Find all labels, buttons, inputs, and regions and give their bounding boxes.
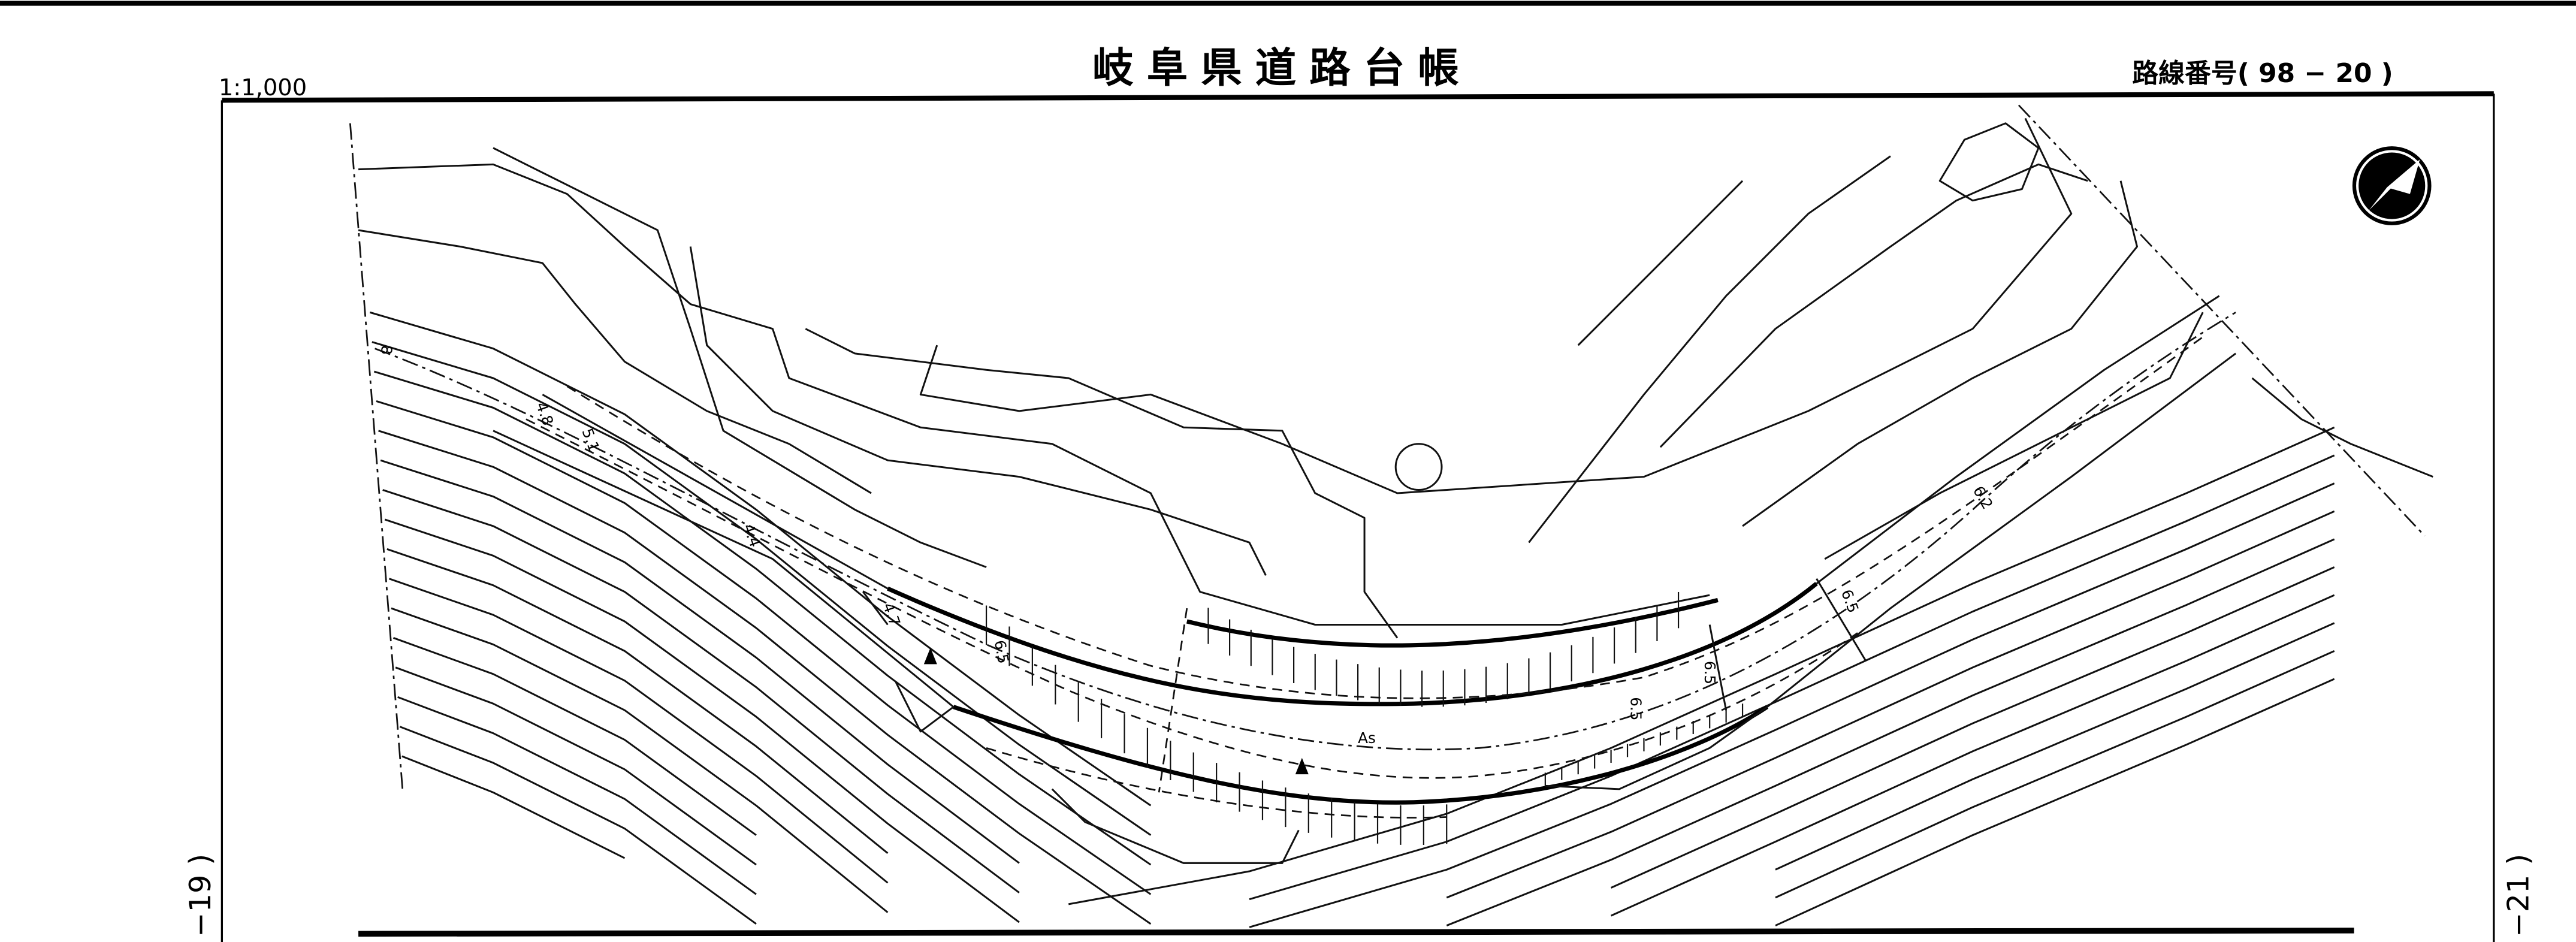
right-adjacent-sheet-ref: −21 )	[2500, 854, 2535, 937]
width-label: 6.5	[1701, 661, 1719, 684]
width-label: 8	[378, 345, 395, 355]
contour-line	[382, 489, 1020, 893]
map-frame	[221, 91, 2495, 942]
contour-line	[399, 726, 757, 925]
contour-line	[384, 518, 1020, 923]
slope-hatching	[985, 591, 1744, 845]
sheet-title: 岐阜県道路台帳	[1092, 44, 1472, 92]
road-edge-lower-left	[493, 430, 955, 708]
contour-line	[1249, 482, 2335, 928]
contour-line	[1577, 180, 1744, 346]
road-dashed-line	[526, 418, 1858, 779]
contour-line	[392, 637, 757, 836]
contour-line	[805, 328, 1399, 639]
road-edge-upper-outer	[1186, 597, 1719, 648]
contour-line	[1824, 312, 2204, 560]
road-edge-upper-right	[1816, 295, 2220, 585]
contour-line	[395, 666, 757, 866]
contour-line	[1528, 155, 1891, 544]
contour-line	[919, 117, 2073, 494]
contour-line	[1610, 566, 2335, 889]
contour-line	[1394, 443, 1443, 491]
route-number: 路線番号( 98 − 20 )	[2132, 58, 2393, 89]
left-boundary-line	[349, 123, 404, 793]
section-line	[1158, 608, 1188, 793]
contour-line	[1775, 678, 2335, 926]
width-label: 4.8	[533, 400, 557, 428]
contour-line	[1610, 594, 2335, 917]
contour-line	[1775, 650, 2335, 899]
road	[375, 295, 2237, 864]
right-boundary-line	[2018, 104, 2426, 537]
scale-label: 1:1,000	[219, 74, 307, 101]
contour-line	[1446, 538, 2335, 926]
contour-line	[1775, 622, 2335, 871]
road-edge-upper-thick	[887, 582, 1818, 707]
contour-line	[1446, 510, 2335, 899]
road-edge-lower-right	[1766, 352, 2237, 708]
contour-line	[1249, 454, 2335, 901]
road-dashed-line	[566, 336, 2204, 699]
contour-line	[372, 341, 1152, 836]
road-edge-upper	[542, 394, 889, 590]
north-arrow-icon	[2352, 146, 2432, 225]
contour-line	[1659, 163, 2088, 448]
contour-line	[401, 755, 626, 859]
contour-line	[373, 370, 1152, 866]
surface-label: As	[1358, 729, 1376, 747]
road-centerline	[375, 312, 2236, 751]
contour-line	[1742, 180, 2139, 527]
survey-marker-icon	[923, 647, 937, 665]
contour-line	[376, 400, 1152, 895]
left-adjacent-sheet-ref: −19 )	[183, 854, 218, 937]
contour-line	[397, 696, 757, 895]
contour-line	[391, 607, 889, 913]
contour-line	[380, 459, 1020, 864]
road-edge-lower	[953, 705, 1769, 805]
contour-line	[2251, 377, 2433, 478]
contour-line	[369, 311, 1152, 807]
contour-line	[358, 229, 872, 494]
survey-marker-icon	[1295, 757, 1309, 775]
contour-line	[378, 430, 1152, 925]
width-label: 6.5	[991, 639, 1012, 665]
width-label: 4.7	[880, 600, 904, 629]
contour-line	[1938, 122, 2040, 202]
contour-line	[358, 163, 1710, 626]
section-line	[862, 578, 1867, 711]
width-label: 6.5	[1838, 587, 1862, 615]
contour-line	[386, 548, 889, 855]
road-dashed-line	[986, 747, 1447, 819]
width-labels: 8 4.8 5.1 4.4 4.7 6.5 6.5 6.5 6.5 6.2 As	[378, 345, 1996, 747]
width-label: 6.5	[1627, 697, 1645, 720]
slope-outline	[895, 681, 1768, 864]
contour-line	[493, 147, 987, 568]
contour-lines	[358, 117, 2433, 928]
contour-line	[388, 578, 889, 884]
contour-line	[689, 246, 1267, 576]
